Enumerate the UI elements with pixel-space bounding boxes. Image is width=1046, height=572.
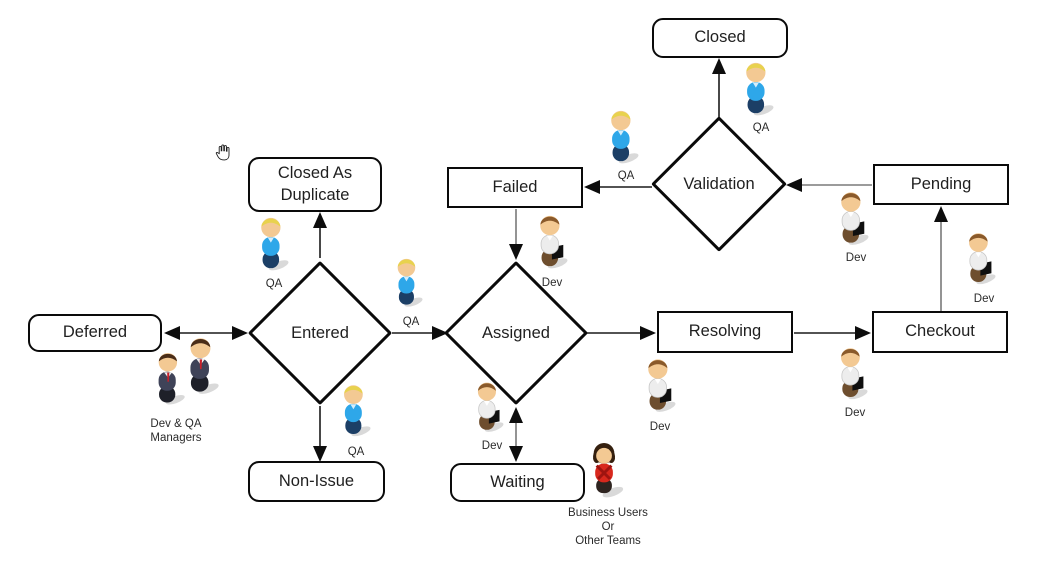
dev-person-icon[interactable] [472,381,504,436]
node-label: Assigned [482,323,550,342]
arrowhead-to-assigned-top [509,244,523,260]
dev-person-icon[interactable] [835,346,868,404]
arrowhead-to-assigned-bottom [509,407,523,423]
actor-label: QA [347,446,365,458]
qa-person-icon[interactable] [605,110,639,167]
dev-person-icon[interactable] [534,214,568,273]
actor-label: QA [402,316,420,328]
node-label: Entered [291,323,349,342]
pan-hand-cursor-icon [215,144,230,161]
actor-label: QA [265,278,283,290]
actor-label-line: Other Teams [575,535,641,547]
actor-label: Business Users Or Other Teams [563,506,653,548]
actor-label-line: Business Users [568,507,648,519]
arrowhead-to-deferred [164,326,180,340]
node-label: Waiting [490,472,545,491]
node-deferred[interactable]: Deferred [28,314,162,352]
actor-label: QA [617,170,635,182]
node-label: Checkout [905,322,975,341]
arrowhead-to-validation [786,178,802,192]
node-waiting[interactable]: Waiting [450,463,585,502]
arrowhead-to-waiting [509,446,523,462]
actor-label: Dev [541,277,563,289]
arrowhead-to-entered [232,326,248,340]
arrowhead-to-resolving [640,326,656,340]
node-label: Closed [694,28,746,47]
node-closed-as-duplicate[interactable]: Closed As Duplicate [248,157,382,212]
actor-label: QA [752,122,770,134]
node-label: Non-Issue [278,471,355,490]
dev-person-icon[interactable] [963,231,996,289]
arrowhead-to-assigned-left [432,326,448,340]
actor-label-line: Managers [150,432,202,444]
node-label: Resolving [688,322,762,341]
node-label: Validation [683,174,755,193]
node-label: Failed [492,177,538,196]
managers-pair-icon[interactable] [150,336,226,416]
actor-label: Dev [844,407,866,419]
business-user-icon[interactable] [586,443,626,502]
node-closed[interactable]: Closed [652,18,788,58]
qa-person-icon[interactable] [740,62,774,119]
dev-person-icon[interactable] [835,190,869,250]
qa-person-icon[interactable] [338,384,371,440]
node-non-issue[interactable]: Non-Issue [248,461,385,502]
arrowhead-to-checkout [855,326,871,340]
actor-label: Dev [481,440,503,452]
arrowhead-to-failed [584,180,600,194]
arrowhead-to-non-issue [313,446,327,462]
arrowhead-to-closed-as-duplicate [313,212,327,228]
node-failed[interactable]: Failed [447,167,583,208]
node-label: Pending [910,174,972,193]
qa-person-icon[interactable] [392,257,423,311]
actor-label-line: Dev & QA [150,418,202,430]
actor-label: Dev [973,293,995,305]
actor-label: Dev [649,421,671,433]
node-checkout[interactable]: Checkout [872,311,1008,353]
arrowhead-to-closed [712,58,726,74]
actor-label: Dev & QA Managers [136,417,216,445]
node-resolving[interactable]: Resolving [657,311,793,353]
node-pending[interactable]: Pending [873,164,1009,205]
dev-person-icon[interactable] [642,357,676,417]
node-label: Deferred [62,323,128,342]
actor-label-line: Or [601,521,615,533]
qa-person-icon[interactable] [255,217,289,274]
node-label: Closed As Duplicate [277,164,353,204]
actor-label: Dev [845,252,867,264]
arrowhead-to-pending [934,206,948,222]
